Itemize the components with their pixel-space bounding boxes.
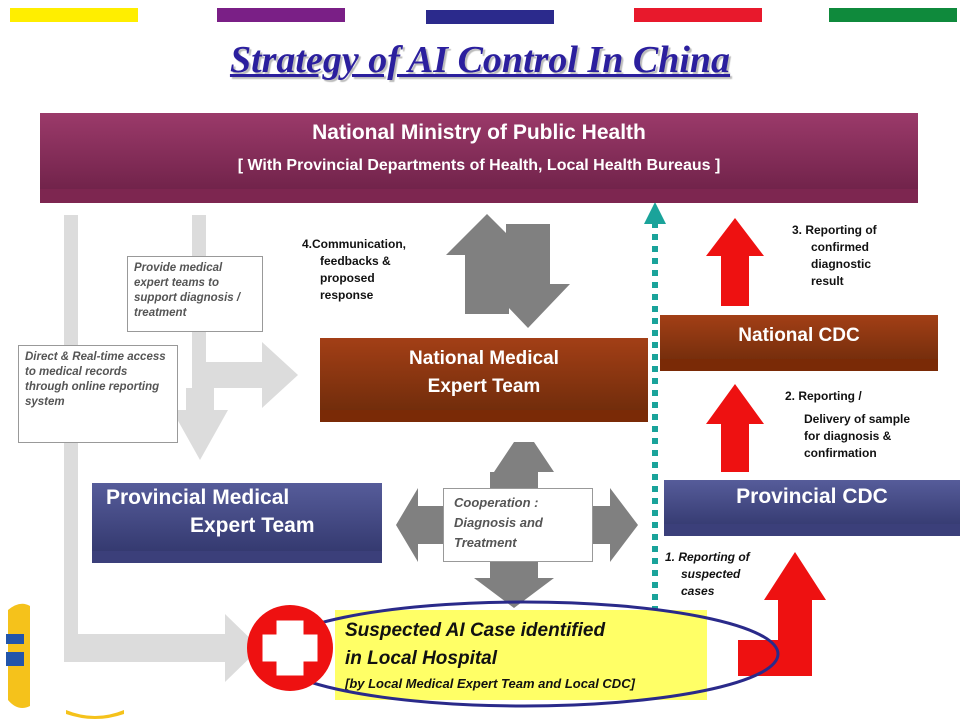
cooperation-line1: Cooperation : — [454, 495, 539, 510]
dotted-line-arrowhead — [644, 202, 666, 224]
case-line1: Suspected AI Case identified — [345, 620, 606, 641]
note-communication-4: response — [320, 288, 374, 302]
note-reporting-3-1: 3. Reporting of — [792, 223, 877, 237]
case-line3: [by Local Medical Expert Team and Local … — [345, 676, 635, 691]
note-reporting-1-3: cases — [681, 584, 715, 598]
note-communication-3: proposed — [320, 271, 375, 285]
pipe-down-arrow — [172, 388, 228, 460]
side-logo-mark-2 — [6, 652, 24, 666]
note-reporting-2-3: for diagnosis & — [804, 429, 892, 443]
note-provide-experts-text: Provide medical expert teams to support … — [134, 262, 241, 319]
provincial-expert-team-line1: Provincial Medical — [106, 486, 290, 509]
case-line2: in Local Hospital — [345, 648, 498, 669]
pipe-to-national-expert — [192, 215, 298, 408]
left-pipe-to-hospital — [64, 215, 260, 682]
red-arrow-to-national-cdc — [706, 384, 764, 472]
red-arrow-from-hospital — [738, 552, 826, 676]
note-provide-experts: Provide medical expert teams to support … — [127, 256, 263, 332]
note-reporting-3: 3. Reporting of confirmed diagnostic res… — [792, 222, 877, 290]
note-reporting-3-3: diagnostic — [811, 257, 872, 271]
note-communication-1: 4.Communication, — [302, 237, 407, 251]
note-reporting-2-1: 2. Reporting / — [785, 389, 862, 403]
note-reporting-3-2: confirmed — [811, 240, 870, 254]
note-reporting-2-2: Delivery of sample — [804, 412, 911, 426]
note-communication: 4.Communication, feedbacks & proposed re… — [302, 236, 406, 304]
ministry-subtitle: [ With Provincial Departments of Health,… — [237, 157, 721, 174]
note-direct-access: Direct & Real-time access to medical rec… — [18, 345, 178, 443]
top-bar-green — [829, 8, 957, 22]
gray-down-arrow — [486, 224, 570, 328]
top-bar-purple — [217, 8, 345, 22]
page-title: Strategy of AI Control In China — [229, 39, 731, 81]
note-direct-access-text: Direct & Real-time access to medical rec… — [25, 351, 166, 408]
cooperation-box: Cooperation : Diagnosis and Treatment — [443, 488, 593, 562]
national-expert-team-box: National Medical Expert Team — [320, 338, 648, 422]
note-reporting-3-4: result — [811, 274, 844, 288]
top-bar-navy — [426, 10, 554, 24]
provincial-expert-team-line2: Expert Team — [190, 514, 315, 537]
side-logo-arc — [66, 710, 124, 719]
national-expert-team-line2: Expert Team — [427, 376, 541, 397]
national-expert-team-line1: National Medical — [409, 348, 559, 369]
note-reporting-2-4: confirmation — [804, 446, 877, 460]
note-reporting-2: 2. Reporting / Delivery of sample for di… — [785, 388, 910, 462]
provincial-cdc-label: Provincial CDC — [736, 485, 888, 508]
red-arrow-to-ministry — [706, 218, 764, 306]
top-bar-red — [634, 8, 762, 22]
cooperation-line2: Diagnosis and — [454, 515, 543, 530]
note-reporting-1-2: suspected — [681, 567, 741, 581]
cooperation-line3: Treatment — [454, 535, 517, 550]
provincial-expert-team-box: Provincial Medical Expert Team — [92, 483, 382, 563]
national-cdc-box: National CDC — [660, 315, 938, 371]
national-cdc-label: National CDC — [738, 325, 860, 346]
note-reporting-1: 1. Reporting of suspected cases — [665, 549, 750, 600]
note-communication-2: feedbacks & — [320, 254, 391, 268]
top-bar-yellow — [10, 8, 138, 22]
side-logo-mark-1 — [6, 634, 24, 644]
ministry-box: National Ministry of Public Health [ Wit… — [40, 113, 918, 203]
provincial-cdc-box: Provincial CDC — [664, 480, 960, 536]
note-reporting-1-1: 1. Reporting of — [665, 550, 750, 564]
ministry-title: National Ministry of Public Health — [312, 121, 646, 144]
